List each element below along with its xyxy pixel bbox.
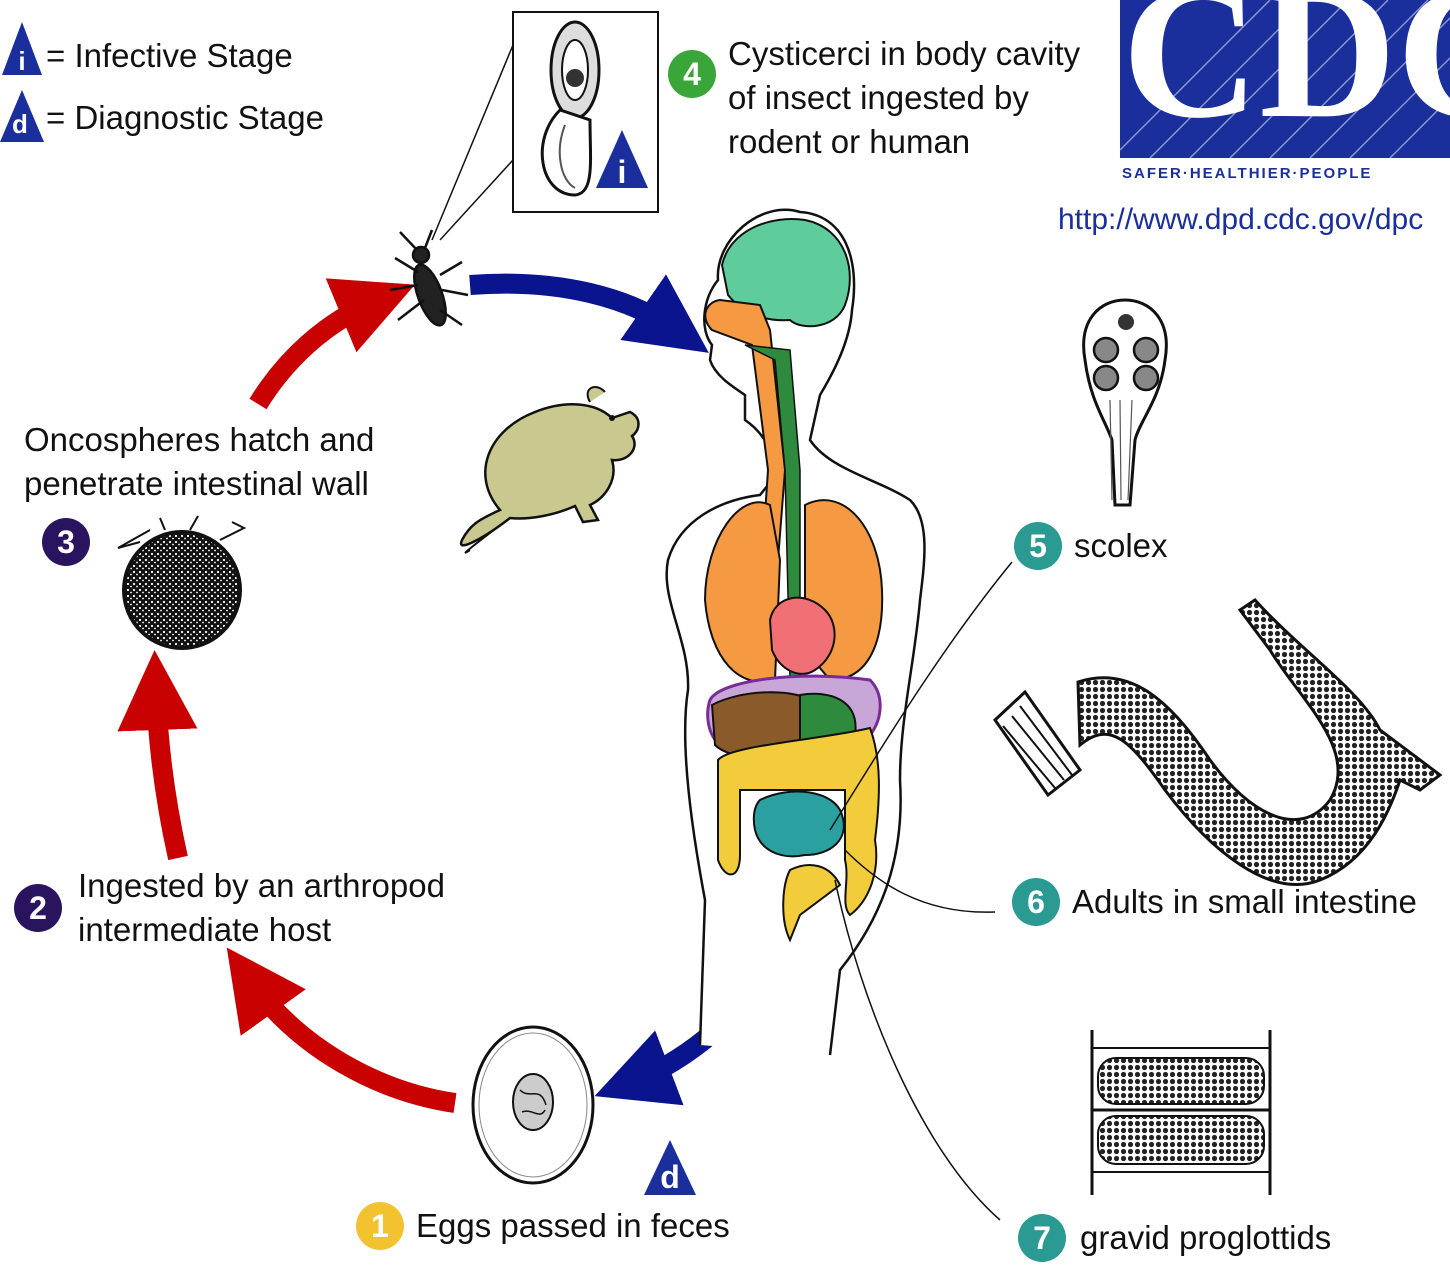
arrow-oncosphere-to-insect xyxy=(258,300,378,404)
stage-3-badge: 3 xyxy=(42,518,90,566)
human-host xyxy=(667,210,925,1055)
gravid-proglottids-illustration xyxy=(1092,1030,1270,1195)
stage-3-label-line-2: penetrate intestinal wall xyxy=(24,462,369,506)
stage-7-badge: 7 xyxy=(1018,1214,1066,1262)
cdc-logo: CDC xyxy=(1120,0,1450,158)
legend-infective-label: = Infective Stage xyxy=(46,34,293,78)
legend-infective-icon: i xyxy=(2,22,42,76)
stage-4-badge: 4 xyxy=(668,50,716,98)
heart xyxy=(770,598,835,674)
stage-3-label-line-1: Oncospheres hatch and xyxy=(24,418,374,462)
stage-4-label-line-3: rodent or human xyxy=(728,120,970,164)
cdc-url: http://www.dpd.cdc.gov/dpc xyxy=(1058,203,1423,237)
svg-text:d: d xyxy=(12,109,28,139)
stage-2-badge: 2 xyxy=(14,884,62,932)
rodent-host xyxy=(461,387,638,553)
cysticercus-inset: i xyxy=(513,12,658,212)
cdc-logo-letters: CDC xyxy=(1122,0,1450,158)
stage-1-badge: 1 xyxy=(356,1202,404,1250)
stage-5-label: scolex xyxy=(1074,524,1168,568)
stage-7-label: gravid proglottids xyxy=(1080,1216,1331,1260)
stage-1-label: Eggs passed in feces xyxy=(416,1204,730,1248)
stage-5-badge: 5 xyxy=(1014,522,1062,570)
legend-diagnostic-icon: d xyxy=(0,90,44,142)
svg-text:d: d xyxy=(660,1159,680,1195)
diagnostic-stage-marker: d xyxy=(644,1140,696,1195)
small-intestine xyxy=(754,792,844,857)
legend-diagnostic-label: = Diagnostic Stage xyxy=(46,96,324,140)
arrow-ingested-to-oncosphere xyxy=(156,690,178,858)
svg-text:i: i xyxy=(618,154,627,190)
inset-leader-lines xyxy=(432,45,513,240)
adult-tapeworm-illustration xyxy=(995,600,1440,884)
arrow-eggs-to-arthropod xyxy=(250,980,455,1103)
scolex-illustration xyxy=(1084,300,1167,505)
svg-text:i: i xyxy=(18,46,25,76)
stage-6-label: Adults in small intestine xyxy=(1072,880,1417,924)
stage-6-badge: 6 xyxy=(1012,878,1060,926)
arrow-insect-to-host xyxy=(470,284,676,330)
stage-2-label-line-1: Ingested by an arthropod xyxy=(78,864,445,908)
egg-illustration: d xyxy=(473,1027,696,1195)
stage-4-label-line-2: of insect ingested by xyxy=(728,76,1029,120)
oncosphere-illustration xyxy=(118,516,244,648)
stage-2-label-line-2: intermediate host xyxy=(78,908,331,952)
stage-4-label-line-1: Cysticerci in body cavity xyxy=(728,32,1080,76)
beetle-arthropod xyxy=(390,230,468,329)
cdc-tagline: SAFER·HEALTHIER·PEOPLE xyxy=(1122,165,1372,182)
